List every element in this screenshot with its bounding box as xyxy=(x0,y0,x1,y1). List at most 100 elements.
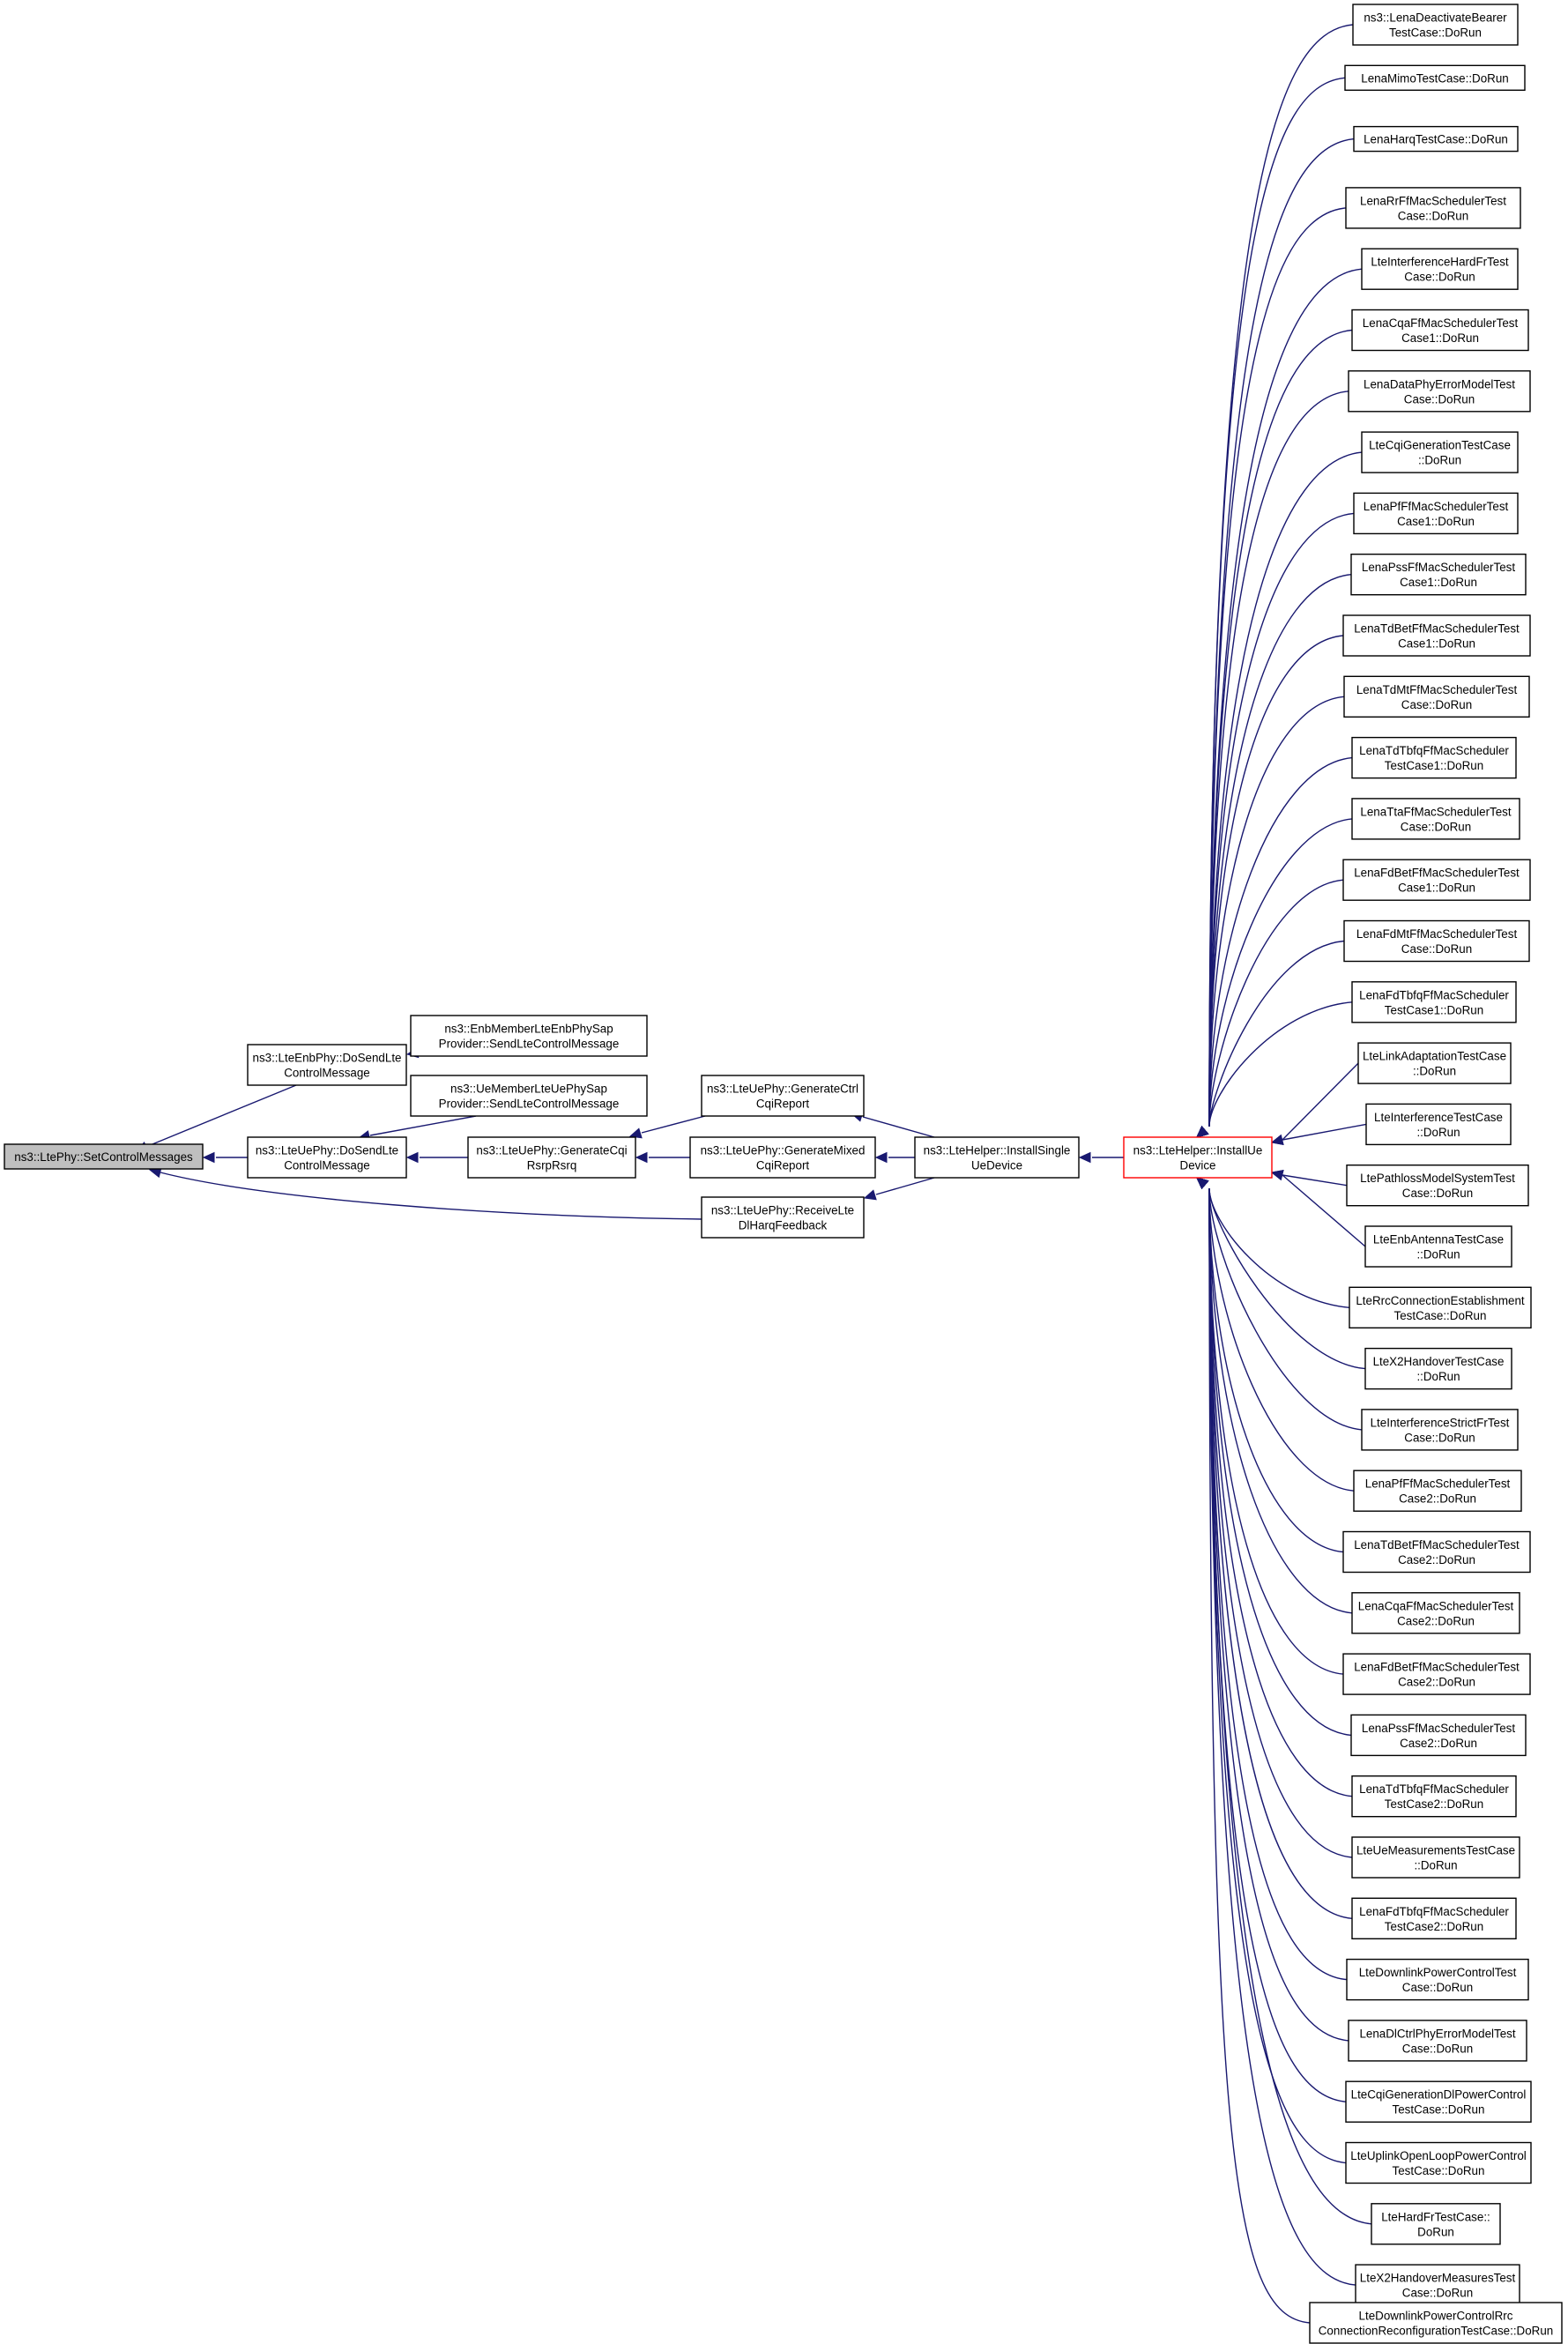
edge-line xyxy=(1208,1187,1348,1981)
node-box xyxy=(1342,859,1531,901)
edge-installsingle-to-recvharq xyxy=(863,1177,935,1201)
edge-test-30-to-installue xyxy=(1196,1177,1353,1797)
node-label-line: Case::DoRun xyxy=(1404,392,1475,406)
node-t39[interactable]: LteDownlinkPowerControlRrcConnectionReco… xyxy=(1309,2302,1563,2344)
node-t31[interactable]: LteUeMeasurementsTestCase::DoRun xyxy=(1351,1836,1520,1879)
node-t37[interactable]: LteHardFrTestCase::DoRun xyxy=(1371,2203,1501,2245)
node-label-line: LenaFdBetFfMacSchedulerTest xyxy=(1354,867,1520,880)
node-label-line: Device xyxy=(1180,1159,1216,1172)
edge-line xyxy=(160,1172,702,1220)
arrowhead xyxy=(1270,1169,1284,1181)
node-label-line: TestCase1::DoRun xyxy=(1385,759,1483,772)
node-t2[interactable]: LenaMimoTestCase::DoRun xyxy=(1344,64,1526,92)
node-box xyxy=(4,1143,204,1170)
node-label-line: LenaTdTbfqFfMacScheduler xyxy=(1359,1782,1509,1796)
node-t22[interactable]: LteRrcConnectionEstablishmentTestCase::D… xyxy=(1349,1286,1532,1329)
node-label-line: Case2::DoRun xyxy=(1398,1676,1475,1689)
node-box xyxy=(1343,675,1530,718)
edge-test-31-to-installue xyxy=(1196,1177,1353,1858)
node-label-line: LteInterferenceHardFrTest xyxy=(1371,256,1509,269)
edge-genctrl-to-gencqirsrp xyxy=(628,1115,706,1139)
node-setctrl[interactable]: ns3::LtePhy::SetControlMessages xyxy=(4,1143,204,1170)
edge-genmixed-to-gencqirsrp xyxy=(635,1151,690,1164)
node-label-line: LteEnbAntennaTestCase xyxy=(1373,1233,1504,1246)
edge-line xyxy=(1208,1001,1353,1127)
arrowhead xyxy=(635,1151,648,1164)
node-label-line: LenaTdBetFfMacSchedulerTest xyxy=(1354,622,1520,636)
edge-line xyxy=(1208,1187,1366,1370)
node-t19[interactable]: LteInterferenceTestCase::DoRun xyxy=(1365,1103,1512,1146)
edge-line xyxy=(147,1084,297,1147)
node-enbmember[interactable]: ns3::EnbMemberLteEnbPhySapProvider::Send… xyxy=(410,1015,648,1057)
node-label-line: ::DoRun xyxy=(1418,454,1461,467)
edge-line xyxy=(1208,329,1353,1127)
node-label-line: LteCqiGenerationTestCase xyxy=(1369,439,1511,452)
node-label-line: ::DoRun xyxy=(1416,1370,1460,1383)
edge-test-39-to-installue xyxy=(1196,1177,1311,2324)
edge-line xyxy=(1208,1187,1350,1308)
node-label-line: LteDownlinkPowerControlTest xyxy=(1359,1966,1517,1979)
node-box xyxy=(1346,1958,1529,2001)
node-label-line: LenaTdBetFfMacSchedulerTest xyxy=(1354,1538,1520,1552)
node-box xyxy=(1351,1775,1517,1818)
node-label-line: TestCase1::DoRun xyxy=(1385,1003,1483,1016)
node-t35[interactable]: LteCqiGenerationDlPowerControlTestCase::… xyxy=(1345,2080,1532,2123)
node-box xyxy=(410,1075,648,1117)
node-box xyxy=(1351,1836,1520,1879)
node-box xyxy=(1351,309,1529,352)
node-t8[interactable]: LteCqiGenerationTestCase::DoRun xyxy=(1361,431,1519,473)
node-uemember[interactable]: ns3::UeMemberLteUePhySapProvider::SendLt… xyxy=(410,1075,648,1117)
node-t36[interactable]: LteUplinkOpenLoopPowerControlTestCase::D… xyxy=(1345,2141,1532,2184)
node-t18[interactable]: LteLinkAdaptationTestCase::DoRun xyxy=(1357,1042,1512,1084)
node-label-line: ::DoRun xyxy=(1413,1065,1456,1078)
node-box xyxy=(1348,2020,1527,2062)
node-label-line: ns3::LteUePhy::ReceiveLte xyxy=(711,1204,854,1217)
edge-line xyxy=(1208,207,1347,1127)
node-t3[interactable]: LenaHarqTestCase::DoRun xyxy=(1353,125,1519,153)
node-box xyxy=(1344,64,1526,92)
edge-line xyxy=(1208,1187,1349,2042)
node-label-line: LenaFdBetFfMacSchedulerTest xyxy=(1354,1661,1520,1674)
node-box xyxy=(1357,1042,1512,1084)
node-label-line: LteCqiGenerationDlPowerControl xyxy=(1351,2088,1527,2102)
node-label-line: DlHarqFeedback xyxy=(739,1219,828,1232)
node-box xyxy=(1350,1714,1527,1757)
node-label-line: LteDownlinkPowerControlRrc xyxy=(1359,2310,1513,2323)
node-t21[interactable]: LteEnbAntennaTestCase::DoRun xyxy=(1364,1225,1512,1268)
node-t23[interactable]: LteX2HandoverTestCase::DoRun xyxy=(1364,1347,1512,1390)
